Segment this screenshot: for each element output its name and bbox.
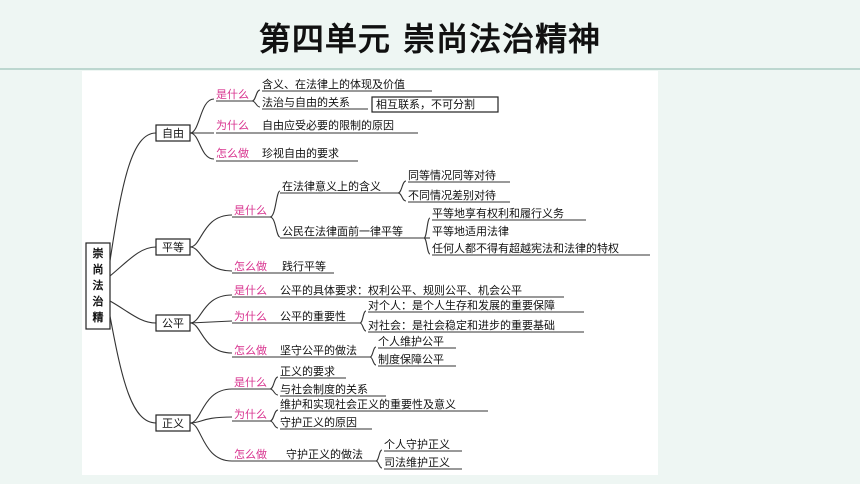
zhengyi-q3-sub-1: 个人守护正义 [384,437,450,451]
branch-gongping-label: 公平 [162,317,184,330]
pingdeng-law-item-2: 平等地适用法律 [432,224,509,238]
gongping-q1: 是什么 [234,284,267,297]
zhengyi-q2: 为什么 [234,408,267,421]
pingdeng-q3: 怎么做 [234,259,267,273]
relation-note: 相互联系，不可分割 [376,97,475,111]
ziyou-q1-item-1: 含义、在法律上的体现及价值 [262,77,405,91]
connector-gongping-q2 [189,320,233,324]
connector-ziyou-q1 [189,98,215,134]
connector-ziyou-q1-b [251,100,261,108]
zhengyi-q3-sub-2: 司法维护正义 [384,455,450,469]
connector-pingdeng-q1 [189,214,233,248]
pingdeng-q1: 是什么 [234,204,267,217]
connector-gongping-q2-b [359,322,367,332]
root-char-3: 法 [93,278,104,292]
mind-map-panel: 崇 尚 法 治 精 自由 是什么 含义、在法律上的体现及价值 法治与自由的关系 … [82,71,658,475]
connector-pingdeng-q3 [189,246,233,272]
connector-pingdeng-meaning [269,190,281,218]
page-title: 第四单元 崇尚法治精神 [258,20,602,58]
gongping-q2: 为什么 [234,310,267,323]
zhengyi-q3-item: 守护正义的做法 [286,447,363,461]
connector-law-a [423,217,431,239]
pingdeng-meaning-item-1: 同等情况同等对待 [408,168,496,182]
connector-zhengyi-q2-a [269,409,279,422]
zhengyi-q1-item-2: 与社会制度的关系 [280,382,368,396]
gongping-q2-item: 公平的重要性 [280,309,346,323]
pingdeng-q3-item: 践行平等 [282,259,326,273]
connector-gongping-q3-a [369,346,377,358]
zhengyi-q2-item-1: 维护和实现社会正义的重要性及意义 [280,397,456,411]
zhengyi-q2-item-2: 守护正义的原因 [280,415,357,429]
gongping-q2-sub-1: 对个人：是个人生存和发展的重要保障 [368,298,555,312]
ziyou-q3-item: 珍视自由的要求 [262,146,339,160]
zhengyi-q1-item-1: 正义的要求 [280,364,335,378]
root-char-5: 精 [93,310,104,324]
connector-gongping-q3 [189,322,233,354]
connector-zhengyi-q1-a [269,376,279,390]
gongping-q1-item: 公平的具体要求：权利公平、规则公平、机会公平 [280,283,522,297]
connector-zhengyi-q2-b [269,420,279,429]
pingdeng-law-item-1: 平等地享有权利和履行义务 [432,206,564,220]
ziyou-q2-item: 自由应受必要的限制的原因 [262,118,394,132]
connector-meaning-b [397,192,407,202]
zhengyi-q3: 怎么做 [234,447,267,461]
connector-zhengyi-q2 [189,416,233,424]
ziyou-q1-item-2: 法治与自由的关系 [262,95,350,109]
connector-root-pingdeng [109,246,157,277]
pingdeng-legal-meaning: 在法律意义上的含义 [282,179,381,193]
pingdeng-meaning-item-2: 不同情况差别对待 [408,188,496,202]
connector-ziyou-q3 [189,132,215,160]
ziyou-q1: 是什么 [216,88,249,101]
connector-root-ziyou [109,132,157,262]
connector-zhengyi-q1 [189,388,233,424]
gongping-q3-item: 坚守公平的做法 [280,343,357,357]
connector-zhengyi-q3 [189,422,233,462]
connector-gongping-q3-b [369,356,377,366]
connector-zhengyi-q3-b [375,460,383,469]
gongping-q3: 怎么做 [234,343,267,357]
pingdeng-law-item-3: 任何人都不得有超越宪法和法律的特权 [432,241,619,255]
ziyou-q3: 怎么做 [216,146,249,160]
connector-root-zhengyi [109,315,157,424]
connector-zhengyi-q3-a [375,449,383,462]
branch-zhengyi-label: 正义 [162,417,184,430]
root-node [85,242,111,330]
header-bar: 第四单元 崇尚法治精神 [0,0,860,70]
connector-root-gongping [109,300,157,324]
root-char-2: 尚 [93,262,104,276]
branch-ziyou-label: 自由 [162,126,184,140]
connector-zhengyi-q1-b [269,388,279,396]
pingdeng-before-law: 公民在法律面前一律平等 [282,224,403,238]
connector-gongping-q2-a [359,310,367,324]
root-char-1: 崇 [93,246,104,260]
branch-pingdeng-label: 平等 [162,240,184,254]
relation-note-box [371,96,499,113]
connector-ziyou-q1-a [251,89,261,102]
zhengyi-q1: 是什么 [234,376,267,389]
mind-map-diagram: 崇 尚 法 治 精 自由 是什么 含义、在法律上的体现及价值 法治与自由的关系 … [85,77,650,470]
gongping-q2-sub-2: 对社会：是社会稳定和进步的重要基础 [368,318,555,332]
connector-law-c [423,237,431,255]
gongping-q3-sub-1: 个人维护公平 [378,334,444,348]
gongping-q3-sub-2: 制度保障公平 [378,352,444,366]
root-char-4: 治 [93,294,104,308]
ziyou-q2: 为什么 [216,119,249,132]
connector-meaning-a [397,180,407,194]
connector-gongping-q1 [189,294,233,324]
connector-pingdeng-beforelaw [269,216,281,238]
